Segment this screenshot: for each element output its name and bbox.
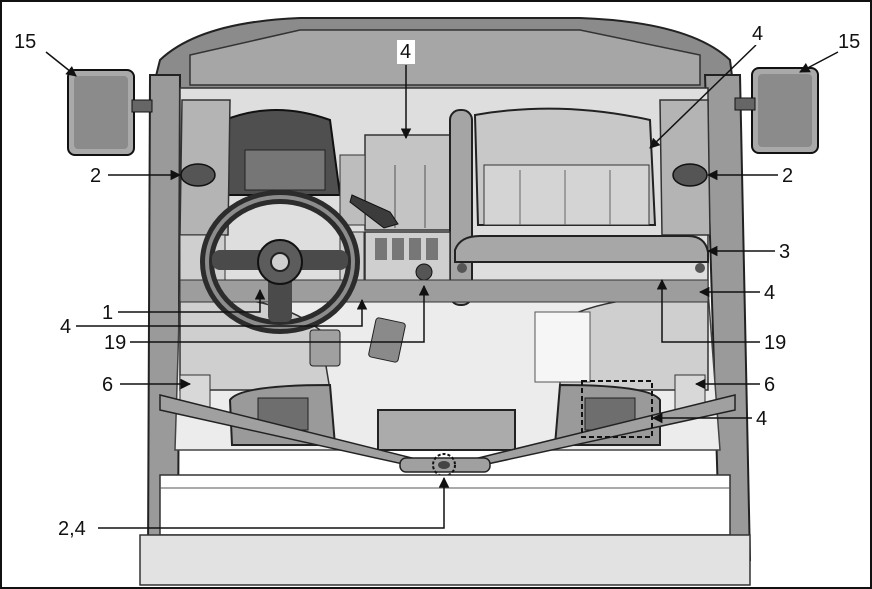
label-bg-dash-storage bbox=[397, 40, 415, 64]
leader-outlet-left bbox=[130, 284, 430, 343]
callout-cupholder-right: 2 bbox=[782, 165, 793, 187]
callout-mirror-left: 15 bbox=[14, 31, 36, 53]
callout-outlet-left: 19 bbox=[104, 332, 126, 354]
callout-labels: 15 15 4 4 2 2 3 4 1 4 19 19 6 6 4 2,4 bbox=[14, 23, 860, 540]
shifter-panel bbox=[339, 154, 366, 226]
center-cupholder-hole bbox=[438, 461, 450, 469]
leader-steering-wheel bbox=[118, 288, 266, 313]
cupholder-left-hole bbox=[180, 163, 216, 187]
seat-center bbox=[377, 409, 516, 451]
callout-seat-left-side: 6 bbox=[102, 374, 113, 396]
label-bg-glovebox bbox=[749, 21, 767, 45]
wheel-logo bbox=[270, 252, 290, 272]
callout-seat-right-side: 6 bbox=[764, 374, 775, 396]
leader-outlet-right bbox=[656, 278, 760, 343]
grab-bar-bolt bbox=[457, 263, 467, 273]
leader-center-cupholder bbox=[98, 476, 450, 529]
shift-lever bbox=[349, 194, 399, 229]
cluster-screen bbox=[244, 149, 326, 191]
callout-center-cupholder: 2,4 bbox=[58, 518, 86, 540]
callout-seat-storage: 4 bbox=[756, 408, 767, 430]
callout-leaders bbox=[45, 44, 839, 529]
roof-panel bbox=[189, 29, 701, 86]
rear-bumper bbox=[139, 534, 751, 586]
switch bbox=[409, 238, 421, 260]
right-floor-pad bbox=[534, 311, 591, 383]
grab-bar-shape bbox=[454, 235, 709, 263]
callout-grab-bar-bottom: 4 bbox=[764, 282, 775, 304]
callout-steering-wheel: 1 bbox=[102, 302, 113, 324]
switch bbox=[375, 238, 387, 260]
grab-bar-bolt bbox=[695, 263, 705, 273]
pedal-gas bbox=[368, 317, 406, 363]
lower-dash bbox=[179, 279, 709, 303]
callout-glovebox: 4 bbox=[752, 23, 763, 45]
mirror-left-arm bbox=[131, 99, 153, 113]
mirror-right-arm bbox=[734, 97, 756, 111]
power-outlet-left bbox=[415, 263, 433, 281]
glovebox-lid bbox=[483, 164, 650, 226]
switch bbox=[426, 238, 438, 260]
callout-dash-storage: 4 bbox=[400, 41, 411, 63]
switch bbox=[392, 238, 404, 260]
callout-cupholder-left: 2 bbox=[90, 165, 101, 187]
leader-mirror-left bbox=[45, 51, 77, 77]
leader-mirror-right bbox=[799, 51, 839, 73]
callout-grab-bar: 3 bbox=[779, 241, 790, 263]
seat-storage-highlight bbox=[581, 380, 653, 438]
cupholder-right-hole bbox=[672, 163, 708, 187]
leader-under-steering bbox=[76, 298, 368, 327]
mirror-right-glass bbox=[758, 74, 812, 147]
callout-outlet-right: 19 bbox=[764, 332, 786, 354]
rear-deck bbox=[159, 474, 731, 536]
leader-glovebox bbox=[649, 44, 757, 149]
callout-under-steering: 4 bbox=[60, 316, 71, 338]
pedal-brake bbox=[309, 329, 341, 367]
center-pillar bbox=[449, 109, 473, 306]
vehicle-illustration bbox=[67, 17, 819, 586]
callout-mirror-right: 15 bbox=[838, 31, 860, 53]
wheel-rim-highlight bbox=[205, 195, 355, 329]
steering-wheel-shape bbox=[200, 190, 360, 334]
mirror-left-glass bbox=[74, 76, 128, 149]
